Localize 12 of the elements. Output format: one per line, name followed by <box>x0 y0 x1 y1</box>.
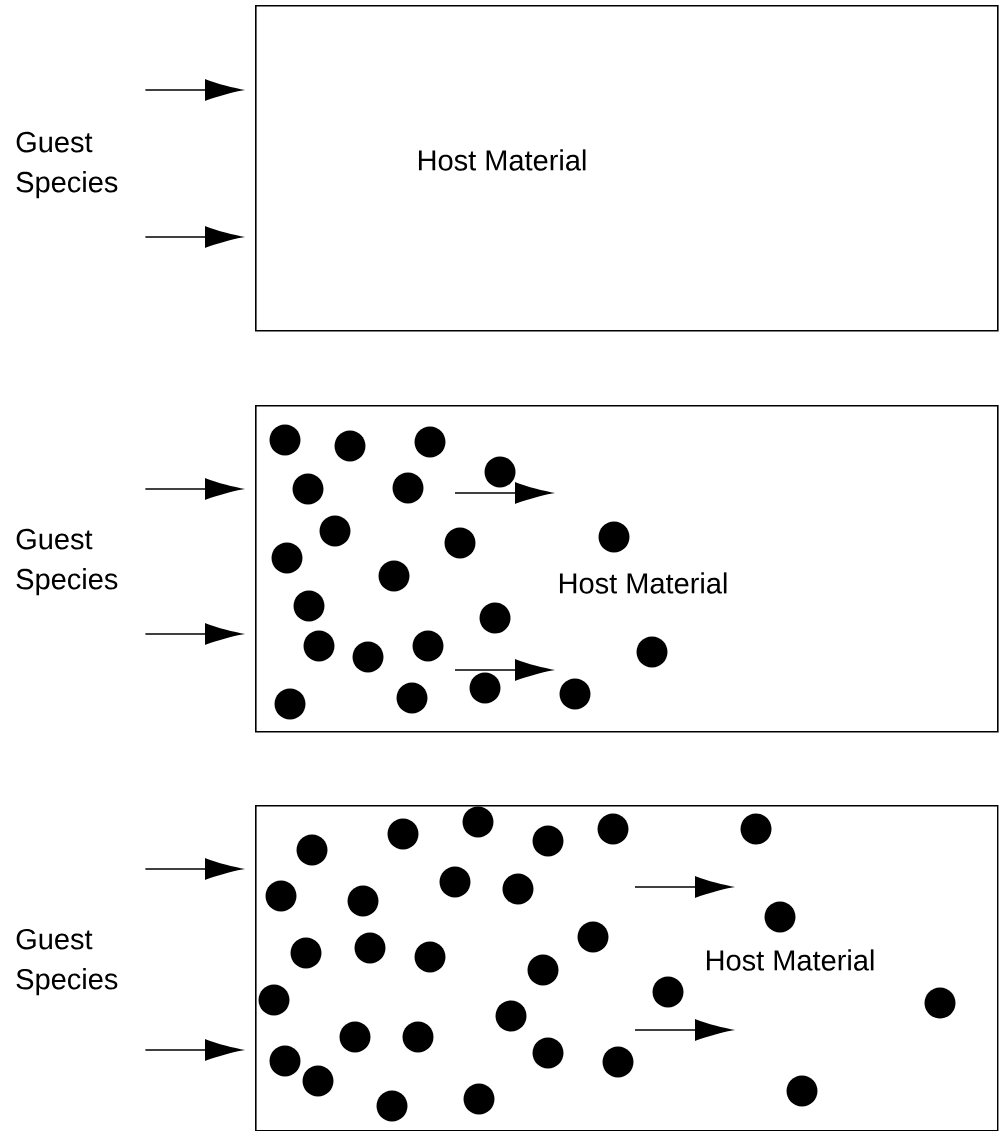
host-material-box: Host Material <box>255 5 999 332</box>
host-material-box: Host Material <box>255 405 999 733</box>
guest-species-label: Guest Species <box>16 131 118 199</box>
arrow <box>144 1039 242 1061</box>
arrow <box>144 79 242 101</box>
arrow <box>144 226 242 248</box>
guest-species-label: Guest Species <box>16 528 118 596</box>
arrow <box>144 858 242 880</box>
host-material-box: Host Material <box>255 805 999 1131</box>
guest-species-label: Guest Species <box>16 928 118 996</box>
arrow <box>144 478 242 500</box>
arrow <box>144 623 242 645</box>
